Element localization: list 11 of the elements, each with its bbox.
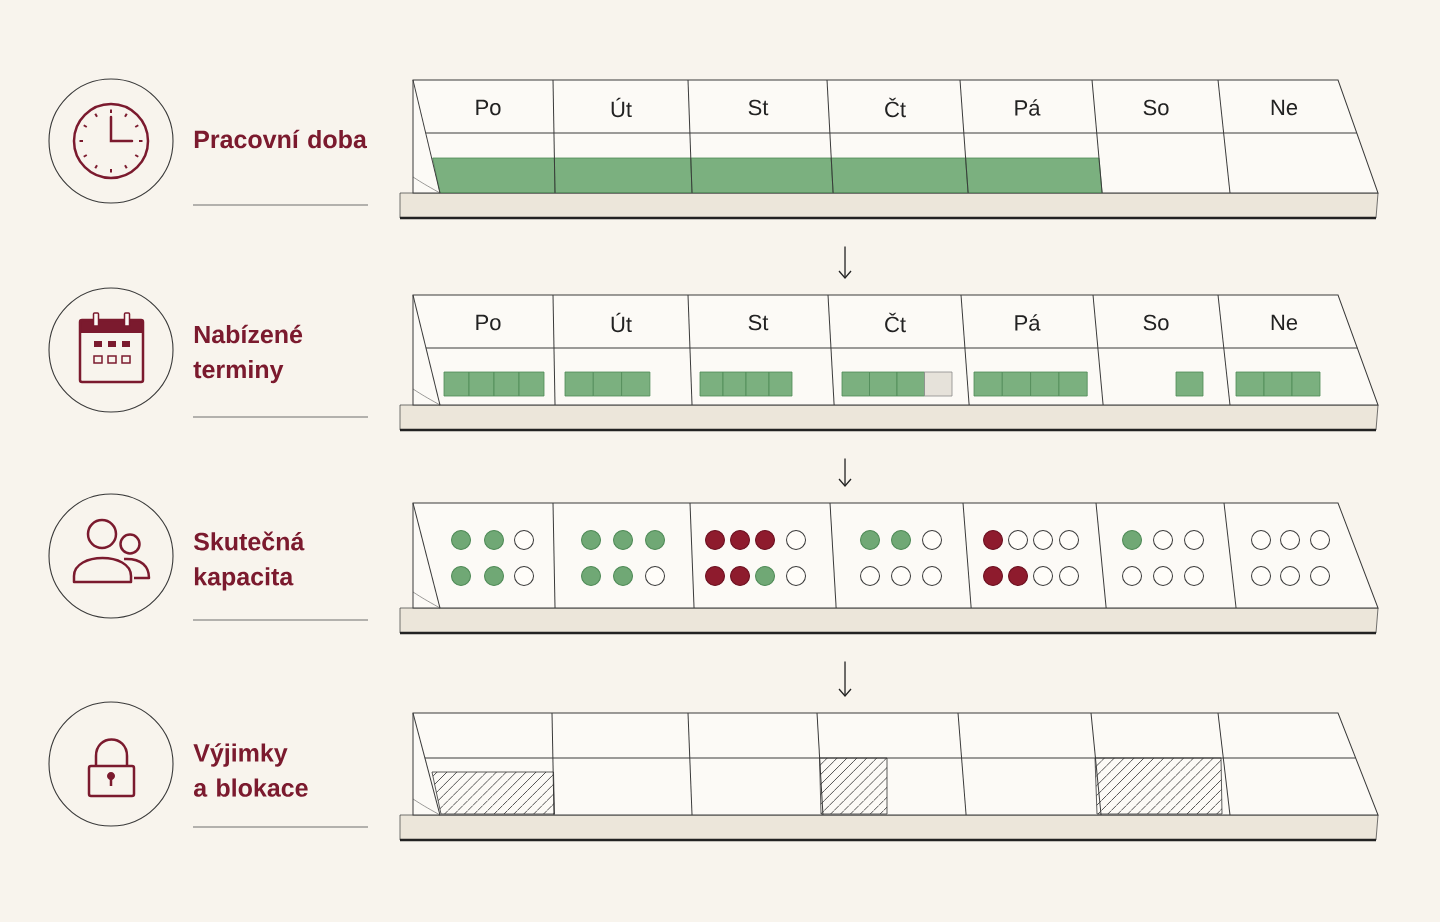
row-title: Pracovní doba xyxy=(194,129,367,149)
arrow xyxy=(838,660,852,697)
arrow xyxy=(838,457,852,487)
row-title: Výjimky a blokace xyxy=(193,743,308,797)
arrow xyxy=(838,245,852,279)
row-title: Skutečná kapacita xyxy=(193,531,305,591)
row-title: Nabízené terminy xyxy=(193,324,303,384)
calendar-strip xyxy=(399,712,1379,842)
hatched-area xyxy=(1094,757,1223,815)
hatched-area xyxy=(819,757,888,815)
hatched-area xyxy=(431,771,555,815)
